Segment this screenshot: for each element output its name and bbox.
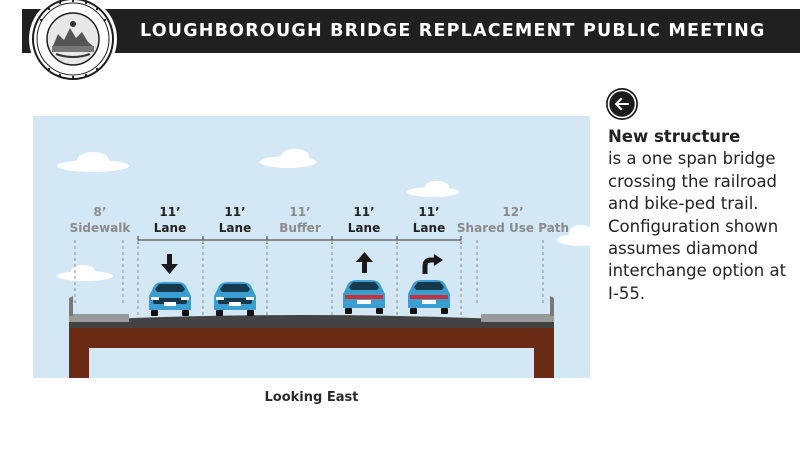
cloud-icon — [260, 149, 316, 168]
sidewalk — [69, 314, 129, 322]
segment-name-label: Sidewalk — [70, 221, 132, 235]
barrier-wall — [69, 296, 73, 316]
shared-use-path — [481, 314, 554, 322]
segment-width-label: 11’ — [159, 205, 180, 219]
description-lead: New structure — [608, 127, 741, 146]
page-title: LOUGHBOROUGH BRIDGE REPLACEMENT PUBLIC M… — [140, 21, 766, 41]
segment-width-label: 11’ — [224, 205, 245, 219]
header-bar — [22, 9, 800, 53]
city-seal-icon — [29, 0, 117, 83]
arrow-up-icon — [356, 252, 373, 273]
description: New structure is a one span bridge cross… — [608, 126, 793, 305]
back-button[interactable] — [606, 88, 638, 120]
arrow-left-circle-icon — [607, 89, 637, 119]
segment-name-label: Lane — [413, 221, 445, 235]
segment-width-label: 11’ — [418, 205, 439, 219]
barrier-wall — [550, 296, 554, 316]
road-surface — [69, 315, 554, 328]
segment-width-label: 11’ — [289, 205, 310, 219]
segment-name-label: Shared Use Path — [457, 221, 569, 235]
car-icon — [343, 280, 385, 314]
bridge-abutment — [69, 348, 89, 378]
car-icon — [408, 280, 450, 314]
cloud-icon — [407, 181, 459, 197]
car-icon — [149, 282, 191, 316]
segment-name-label: Lane — [154, 221, 186, 235]
arrow-turn-right-icon — [422, 254, 443, 274]
car-icon — [214, 282, 256, 316]
arrow-down-icon — [161, 254, 178, 274]
cloud-icon — [557, 225, 590, 246]
diagram-caption: Looking East — [264, 390, 359, 405]
segment-name-label: Lane — [219, 221, 251, 235]
cloud-icon — [57, 152, 129, 172]
bridge-deck — [69, 328, 554, 348]
segment-width-label: 8’ — [94, 205, 107, 219]
segment-width-label: 11’ — [353, 205, 374, 219]
bridge-cross-section: 8’ Sidewalk 11’ Lane 11’ Lane 11’ Buffer… — [33, 116, 590, 378]
lane-divider — [74, 240, 544, 316]
segment-width-label: 12’ — [502, 205, 523, 219]
cloud-icon — [57, 265, 113, 281]
description-body: is a one span bridge crossing the railro… — [608, 149, 787, 303]
segment-name-label: Lane — [348, 221, 380, 235]
segment-name-label: Buffer — [279, 221, 321, 235]
bridge-abutment — [534, 348, 554, 378]
